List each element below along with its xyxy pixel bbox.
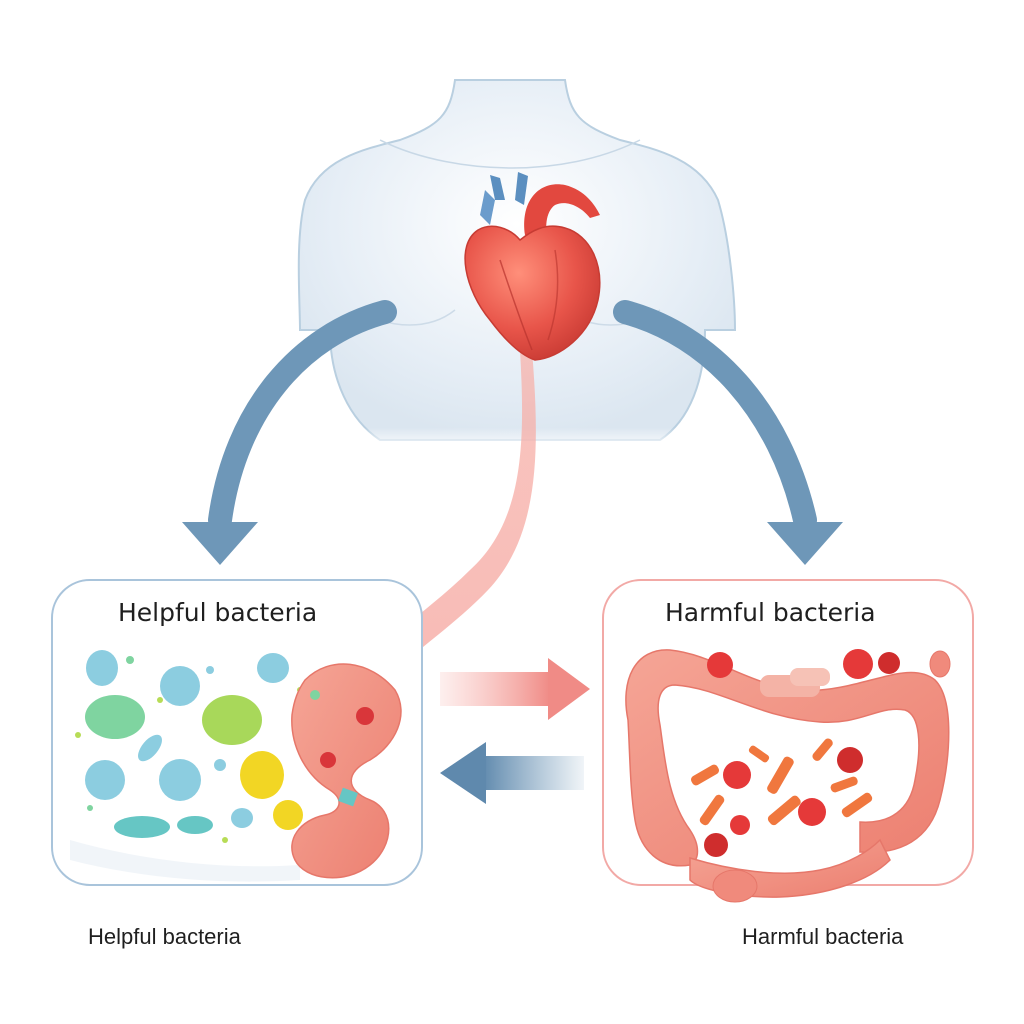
harmful-bacteria-cluster	[690, 649, 900, 857]
arrow-left-icon	[440, 742, 584, 804]
heart-icon	[464, 172, 601, 361]
helpful-panel-title: Helpful bacteria	[118, 598, 318, 627]
helpful-caption: Helpful bacteria	[88, 924, 241, 949]
harmful-caption: Harmful bacteria	[742, 924, 904, 949]
harmful-panel	[602, 579, 974, 903]
intestine-icon	[291, 663, 402, 879]
helpful-bacteria-cluster	[75, 650, 303, 843]
colon-icon	[625, 649, 951, 903]
curved-arrow-down-right-icon	[613, 300, 843, 565]
harmful-panel-title: Harmful bacteria	[665, 598, 876, 627]
curved-arrow-down-left-icon	[182, 300, 397, 565]
helpful-panel	[51, 579, 423, 886]
arrow-right-icon	[440, 658, 590, 720]
